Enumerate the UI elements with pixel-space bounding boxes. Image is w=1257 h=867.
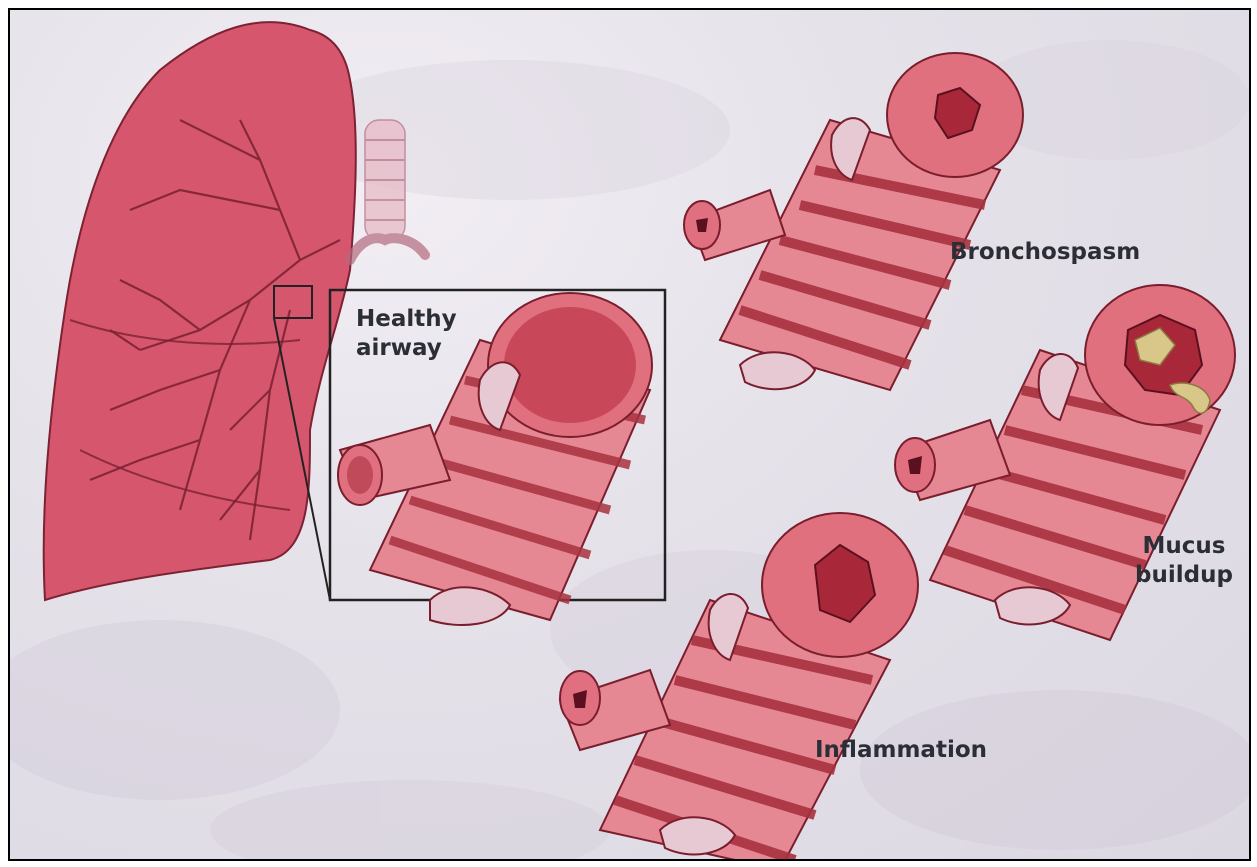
healthy-airway-label: Healthy airway	[356, 305, 457, 363]
bronchospasm-label: Bronchospasm	[950, 238, 1140, 267]
healthy-airway-label-line2: airway	[356, 334, 457, 363]
bronchospasm-airway-illustration	[684, 53, 1023, 390]
healthy-airway-label-line1: Healthy	[356, 305, 457, 334]
mucus-buildup-label: Mucus buildup	[1135, 532, 1233, 590]
inflammation-airway-illustration	[560, 513, 918, 861]
diagram-frame: Healthy airway Bronchospasm Mucus buildu…	[8, 8, 1251, 861]
mucus-buildup-label-line2: buildup	[1135, 561, 1233, 590]
inflammation-label: Inflammation	[815, 736, 987, 765]
mucus-buildup-label-line1: Mucus	[1135, 532, 1233, 561]
trachea-fragment	[350, 120, 425, 260]
